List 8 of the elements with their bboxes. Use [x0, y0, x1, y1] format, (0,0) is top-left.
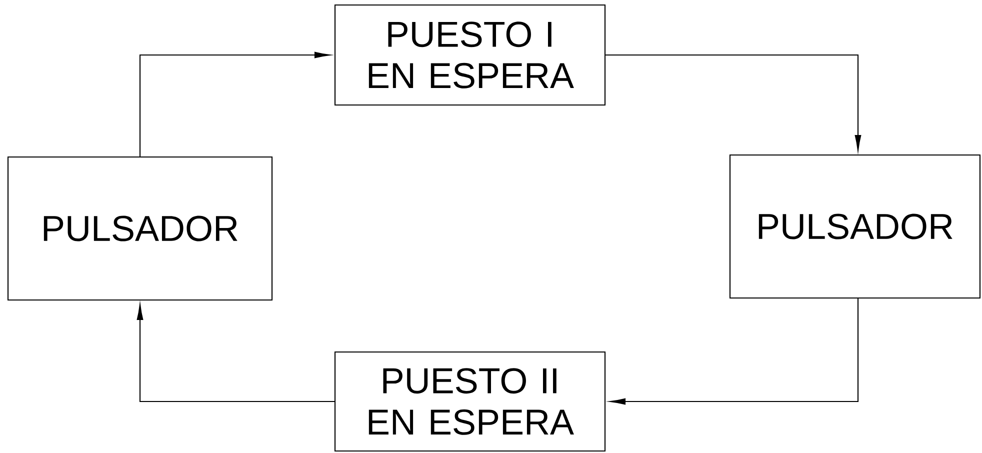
- pulsador-box: PULSADOR: [7, 156, 273, 301]
- pulsador-box: PULSADOR: [729, 154, 981, 299]
- state-box: PUESTO I EN ESPERA: [334, 4, 606, 106]
- arrow: [136, 304, 335, 402]
- state-box: PUESTO II EN ESPERA: [334, 351, 606, 452]
- arrow: [139, 52, 330, 157]
- arrow: [610, 298, 859, 405]
- arrow: [606, 54, 862, 151]
